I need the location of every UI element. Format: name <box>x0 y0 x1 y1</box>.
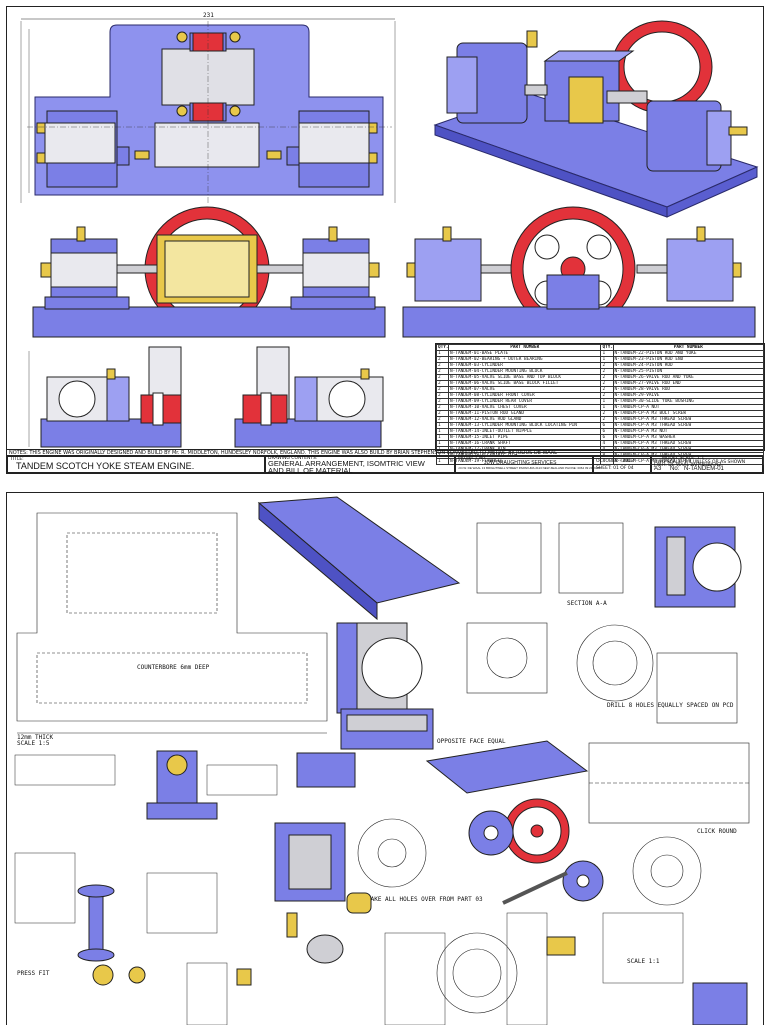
title-block: TITLE: TANDEM SCOTCH YOKE STEAM ENGINE. … <box>7 456 763 475</box>
scale-label: SCALE 1:5 <box>17 740 50 747</box>
sheet-2-part-details: 12mm THICK SCALE 1:5 COUNTERBORE 6mm DEE… <box>6 492 764 1025</box>
sheet-number: SHEET: 01 OF 04 <box>596 466 634 471</box>
company-box: PROJECT No: JDW DRAUGHTING SERVICES J.D.… <box>455 456 601 473</box>
drawing-contents-line-2: AND BILL OF MATERIAL <box>268 466 353 475</box>
drawing-contents-label: DRAWING CONTENTS: <box>268 456 318 461</box>
isometric-view <box>433 20 759 218</box>
paper-size: A3 <box>654 466 662 472</box>
drawing-contents-box: DRAWING CONTENTS: GENERAL ARRANGEMENT, I… <box>265 456 455 475</box>
section-label: SECTION A-A <box>567 600 607 607</box>
company-address: J.D.W. DE WAAL 13 BRIGHTWELL STREET PAPA… <box>458 466 601 470</box>
date-sheet-box: OCTOBER - 2013 SHEET: 01 OF 04 <box>593 456 651 473</box>
drawing-no-label: No: <box>670 466 680 472</box>
drawn-by: J.W.H. DE WAAL PAPAKURA NZ <box>654 463 722 468</box>
scale-drawing-no-box: MODEL SCALE: 1:1 DWG SCALE: 1:1 UNLESS O… <box>651 456 763 473</box>
counterbore-label: COUNTERBORE 6mm DEEP <box>137 664 210 671</box>
thick-label: 12mm THICK <box>17 734 54 741</box>
project-label: PROJECT No: <box>458 456 487 461</box>
opposite-face-label: OPPOSITE FACE EQUAL <box>437 738 506 745</box>
drawing-title: TANDEM SCOTCH YOKE STEAM ENGINE. <box>16 461 195 471</box>
sheet-2-drawing: 12mm THICK SCALE 1:5 COUNTERBORE 6mm DEE… <box>14 496 750 1025</box>
drawing-contents-line-1: GENERAL ARRANGEMENT, ISOMTRIC VIEW <box>268 459 425 468</box>
bom-header-qty-2: QTY. <box>600 344 614 351</box>
bom-header-qty: QTY. <box>435 344 450 351</box>
rear-view <box>402 206 756 338</box>
take-all-holes-label: TAKE ALL HOLES OVER FROM PART 03 <box>367 896 483 903</box>
plan-view: 231 <box>20 12 396 203</box>
model-scale: MODEL SCALE: 1:1 <box>662 456 705 461</box>
notes-line: NOTES: THIS ENGINE WAS ORIGINALLY DESIGN… <box>7 449 763 456</box>
press-fit-label: PRESS FIT <box>17 970 50 977</box>
title-label: TITLE: <box>10 457 24 462</box>
front-view <box>32 206 386 338</box>
scale-1-1-label: SCALE 1:1 <box>627 958 660 965</box>
sheet-1-general-arrangement: 231 <box>6 6 765 475</box>
base-plate-detail <box>16 512 328 734</box>
drawing-date: OCTOBER - 2013 <box>596 459 634 464</box>
click-round-label: CLICK ROUND <box>697 828 737 835</box>
drawing-number: N-TANDEM-01 <box>684 466 724 472</box>
sheet-1-drawing: 231 <box>20 12 759 448</box>
drill-holes-label: DRILL 8 HOLES EQUALLY SPACED ON PCD <box>607 702 734 709</box>
dwg-scale: DWG SCALE: 1:1 UNLESS OR AS SHOWN <box>654 460 746 465</box>
bom-part-cell: N-TANDEM-19-FLYWHEEL <box>448 458 602 465</box>
company-name: JDW DRAUGHTING SERVICES <box>484 460 557 466</box>
end-views <box>28 346 384 448</box>
flange-details <box>466 522 738 724</box>
overall-width-dimension: 231 <box>203 12 214 19</box>
title-box: TITLE: TANDEM SCOTCH YOKE STEAM ENGINE. <box>7 456 265 473</box>
